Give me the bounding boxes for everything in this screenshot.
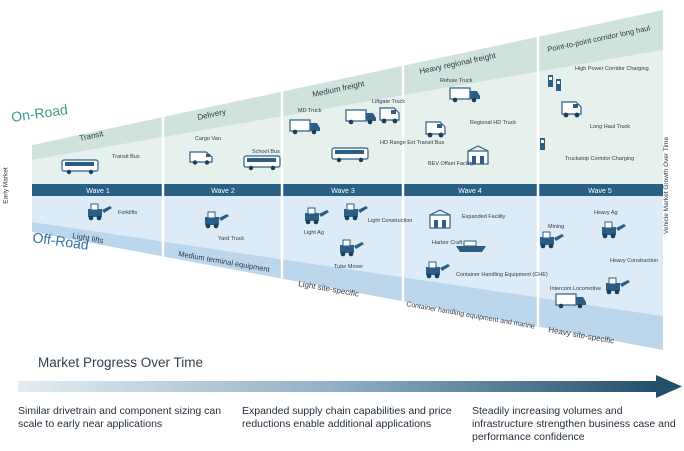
high-power-charging-label: High Power Corridor Charging xyxy=(575,66,649,72)
market-growth-label: Vehicle Market Growth Over Time xyxy=(663,136,671,235)
corridor-charger-icon-2 xyxy=(556,79,561,91)
tube-mover-label: Tube Mover xyxy=(334,264,363,270)
off-road-area xyxy=(32,196,663,316)
on-road-vehicles: Transit Bus Cargo Van School Bus MD Truc… xyxy=(61,66,649,175)
off-road-label: Off-Road xyxy=(32,229,90,253)
on-road-label-band xyxy=(32,10,663,160)
wave-3: Wave 3 xyxy=(331,188,355,195)
heavy-ag-label: Heavy Ag xyxy=(594,210,618,216)
expanded-facility-label: Expanded Facility xyxy=(462,214,506,220)
che-label: Container Handling Equipment (CHE) xyxy=(456,272,548,278)
wave-5: Wave 5 xyxy=(588,188,612,195)
progress-arrow xyxy=(18,375,682,398)
off-road-label-band xyxy=(32,222,663,350)
wave-2: Wave 2 xyxy=(211,188,235,195)
light-construction-label: Light Construction xyxy=(368,218,412,224)
locomotive-label: Intercom Locomotive xyxy=(550,286,601,292)
note-early: Similar drivetrain and component sizing … xyxy=(18,405,222,430)
note-expanded: Expanded supply chain capabilities and p… xyxy=(242,405,452,430)
mining-label: Mining xyxy=(548,224,564,230)
off-road-vehicles: Forklifts Yard Truck Light Ag Light Cons… xyxy=(87,203,658,309)
transit-bus-label: Transit Bus xyxy=(112,154,140,160)
wave-4: Wave 4 xyxy=(458,188,482,195)
refuse-truck-label: Refuse Truck xyxy=(440,78,473,84)
md-truck-label: MD Truck xyxy=(298,108,322,114)
progress-arrow-head xyxy=(656,375,682,398)
corridor-charger-icon xyxy=(548,75,553,87)
regional-hd-truck-label: Regional HD Truck xyxy=(470,120,516,126)
wave-1: Wave 1 xyxy=(86,188,110,195)
note-steady: Steadily increasing volumes and infrastr… xyxy=(472,405,676,443)
truckstop-charger-icon xyxy=(540,138,545,150)
progress-arrow-shaft xyxy=(18,381,658,392)
long-haul-truck-label: Long Haul Truck xyxy=(590,124,630,130)
truckstop-charging-label: Truckstop Corridor Charging xyxy=(565,156,634,162)
market-progress-title: Market Progress Over Time xyxy=(38,355,204,370)
harbor-craft-label: Harbor Craft xyxy=(432,240,463,246)
bev-facility-label: BEV Offset Facility xyxy=(428,161,474,167)
forklifts-label: Forklifts xyxy=(118,210,138,216)
hd-transit-bus-label: HD Range Ext Transit Bus xyxy=(380,140,444,146)
light-ag-label: Light Ag xyxy=(304,230,324,236)
wave-bar xyxy=(32,184,663,196)
heavy-construction-label: Heavy Construction xyxy=(610,258,658,264)
early-market-label: Early Market xyxy=(2,167,10,204)
yard-truck-label: Yard Truck xyxy=(218,236,244,242)
school-bus-label: School Bus xyxy=(252,149,280,155)
wave-markers: Wave 1 Wave 2 Wave 3 Wave 4 Wave 5 xyxy=(86,188,612,195)
on-road-label: On-Road xyxy=(10,101,68,125)
cargo-van-label: Cargo Van xyxy=(195,136,221,142)
liftgate-truck-label: Liftgate Truck xyxy=(372,99,405,105)
